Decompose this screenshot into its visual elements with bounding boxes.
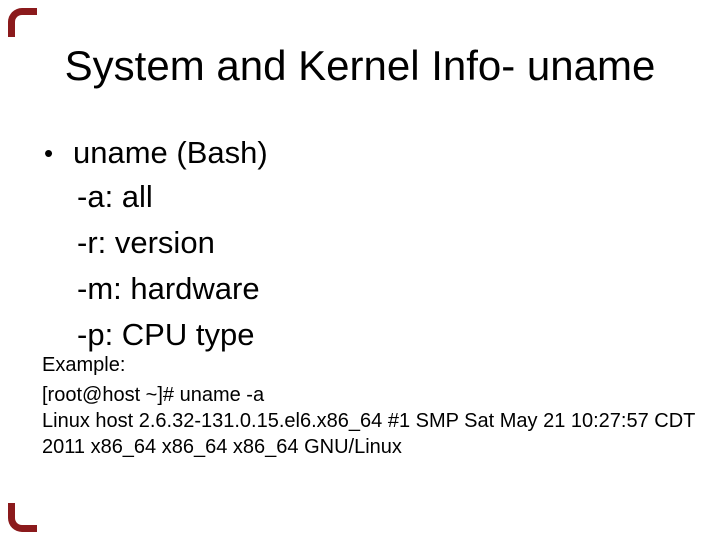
bullet-line: • uname (Bash) xyxy=(44,135,268,171)
bullet-sub-item-p: -p: CPU type xyxy=(77,317,255,352)
slide-border-corner-bottom-left-icon xyxy=(8,503,37,532)
bullet-sub-item-a: -a: all xyxy=(77,179,153,214)
bullet-sub-item-m: -m: hardware xyxy=(77,271,260,306)
terminal-output-line: Linux host 2.6.32-131.0.15.el6.x86_64 #1… xyxy=(42,410,696,432)
bullet-marker: • xyxy=(44,138,54,168)
bullet-sub-items: -a: all -r: version -m: hardware -p: CPU… xyxy=(77,174,260,358)
terminal-command: [root@host ~]# uname -a xyxy=(42,384,265,406)
terminal-output-line: 2011 x86_64 x86_64 x86_64 GNU/Linux xyxy=(42,436,402,458)
slide-border-corner-top-left-icon xyxy=(8,8,37,37)
example-label: Example: xyxy=(42,354,126,376)
bullet-sub-item-r: -r: version xyxy=(77,225,215,260)
bullet-text: uname (Bash) xyxy=(73,135,268,170)
slide-title: System and Kernel Info- uname xyxy=(64,42,656,89)
